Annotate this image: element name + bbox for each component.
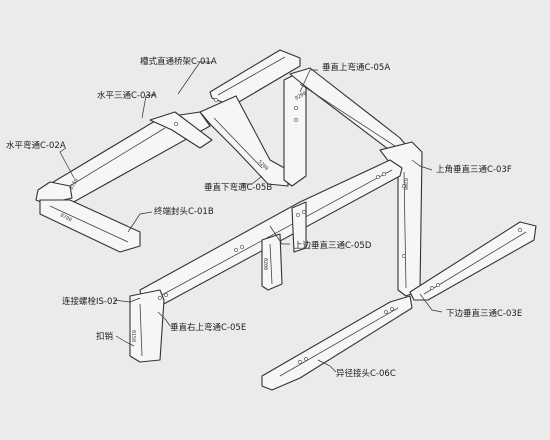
part-mark-5: 0200 <box>262 258 268 270</box>
label-c05a: 垂直上弯通C-05A <box>322 62 390 73</box>
part-mark-1: 0700 <box>59 212 72 223</box>
straight-tray-c01a <box>209 49 301 107</box>
label-c05b: 垂直下弯通C-05B <box>204 182 272 193</box>
part-mark-4: 0200 <box>294 91 307 102</box>
label-c01b: 终端封头C-01B <box>154 206 214 217</box>
connection-bolts <box>158 98 522 364</box>
vertical-right-up-bend-c05e <box>129 289 165 363</box>
label-is02: 连接螺栓IS-02 <box>62 296 118 307</box>
part-mark-6: 0200 <box>402 178 408 190</box>
part-labels: 槽式直通桥架C-01A 垂直上弯通C-05A 水平三通C-03A 水平弯通C-0… <box>6 56 522 379</box>
label-c01a: 槽式直通桥架C-01A <box>140 56 217 67</box>
label-kouxiao: 扣销 <box>96 331 114 342</box>
vertical-down-bend-c05b <box>199 95 289 187</box>
lower-edge-vertical-tee-c03e <box>409 221 537 301</box>
part-mark-7: 0150 <box>130 330 136 342</box>
label-c03f: 上角垂直三通C-03F <box>436 164 512 175</box>
label-c05d: 上边垂直三通C-05D <box>294 240 372 251</box>
label-c02a: 水平弯通C-02A <box>6 140 66 151</box>
label-c03a: 水平三通C-03A <box>97 90 157 101</box>
top-edge-vertical-tee-c05d <box>261 201 307 291</box>
horizontal-tee-c03a <box>39 111 213 205</box>
horizontal-elbow-c02a <box>35 181 141 253</box>
leader-lines <box>59 61 443 373</box>
label-c06c: 异径接头C-06C <box>336 368 396 379</box>
part-mark-2: 0150 <box>69 178 80 191</box>
vertical-up-bend-c05a <box>283 67 413 187</box>
label-c05e: 垂直右上弯通C-05E <box>170 322 246 333</box>
label-c03e: 下边垂直三通C-03E <box>446 308 522 319</box>
reducer-c06c <box>261 295 413 391</box>
